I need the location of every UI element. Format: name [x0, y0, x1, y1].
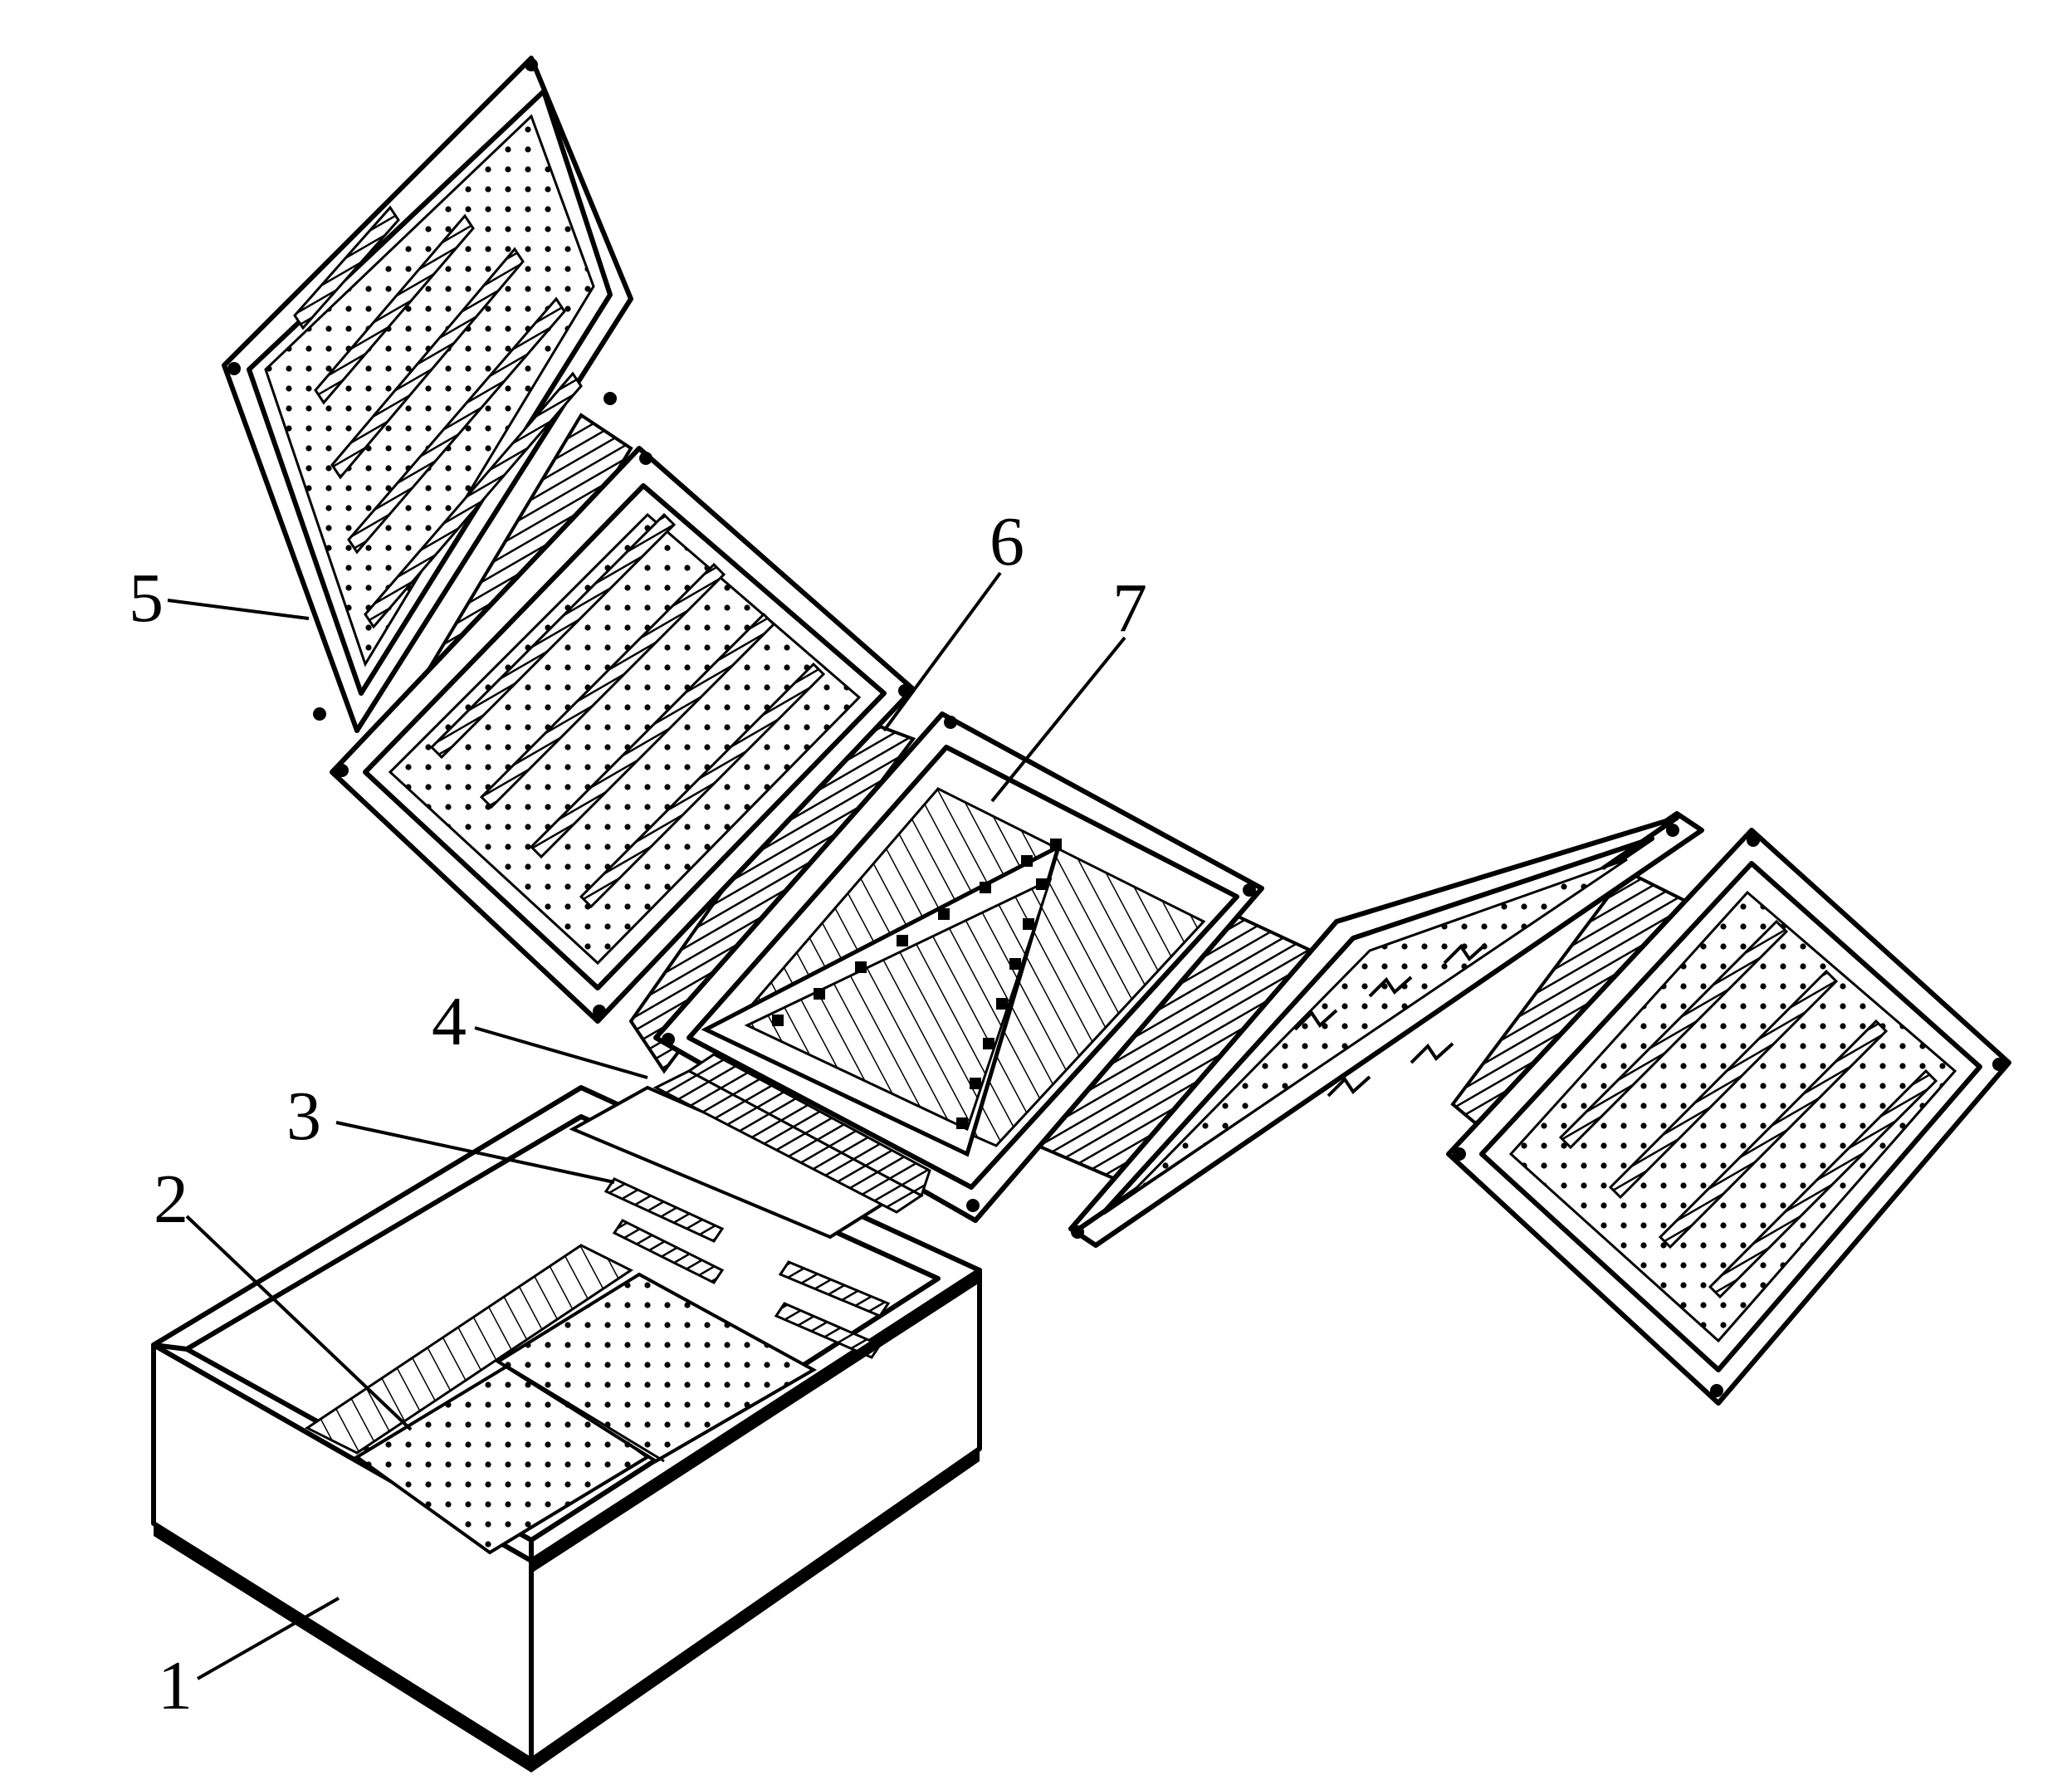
label-6: 6 — [990, 503, 1024, 580]
leader-5 — [167, 599, 310, 620]
board-right-center — [1068, 811, 1704, 1248]
leader-2 — [185, 1215, 413, 1431]
leader-6 — [882, 571, 1002, 732]
board-upper-left — [222, 56, 633, 733]
board-central — [653, 712, 1264, 1223]
board-left-center — [330, 446, 916, 1024]
label-3: 3 — [286, 1078, 321, 1155]
leader-1 — [197, 1597, 340, 1680]
leader-3 — [335, 1121, 615, 1184]
leader-7 — [990, 636, 1126, 803]
callout-labels: 1 2 3 4 5 6 7 — [129, 503, 1147, 1724]
label-5: 5 — [129, 560, 164, 637]
label-1: 1 — [158, 1647, 193, 1724]
label-2: 2 — [154, 1161, 188, 1238]
board-far-right — [1446, 828, 2011, 1406]
leader-lines — [167, 571, 1126, 1680]
leader-4 — [474, 1026, 648, 1079]
base-housing — [151, 1053, 982, 1773]
label-7: 7 — [1112, 570, 1147, 647]
label-4: 4 — [432, 983, 467, 1060]
